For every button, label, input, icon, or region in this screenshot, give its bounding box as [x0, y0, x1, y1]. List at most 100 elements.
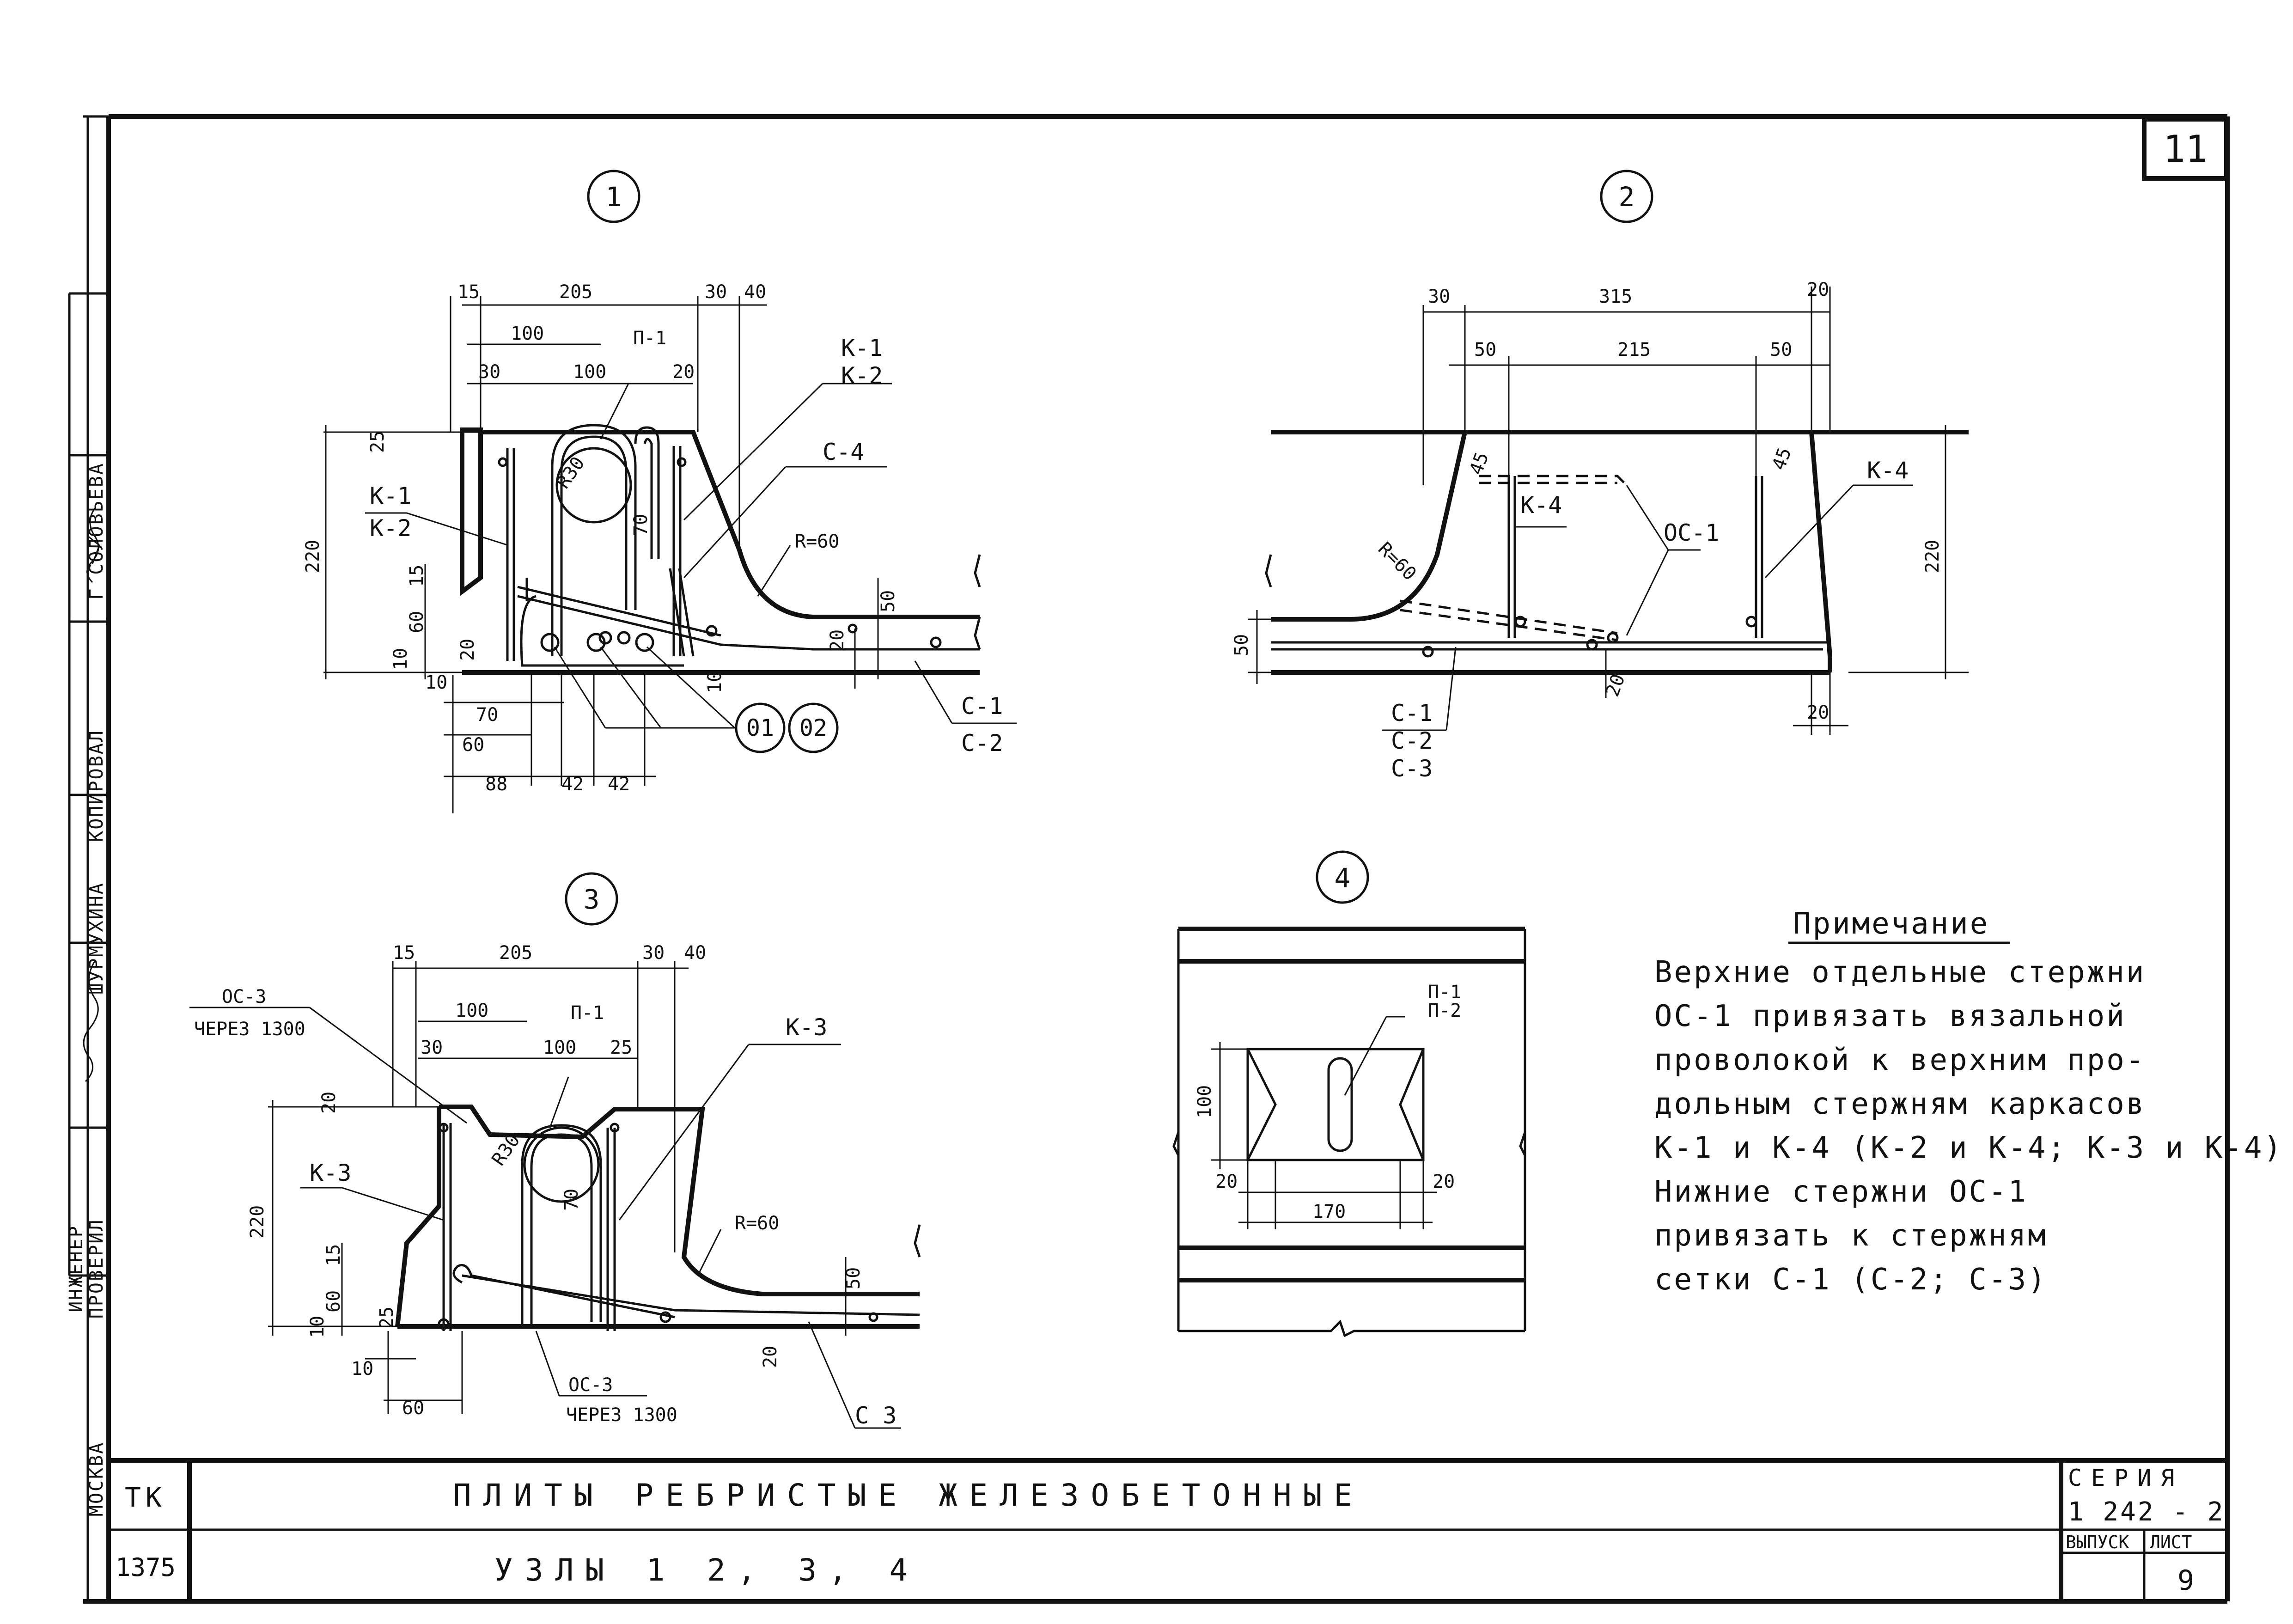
node-2: 2	[1231, 170, 1969, 782]
note-line: Нижние стержни ОС-1	[1654, 1175, 2028, 1209]
label: П-1	[633, 328, 666, 349]
stamp-city: МОСКВА	[86, 1441, 107, 1517]
series-value: 1 242 - 2	[2068, 1497, 2225, 1527]
label: С-1	[961, 693, 1003, 720]
dim: 70	[561, 1189, 582, 1211]
dim: 30	[705, 281, 727, 303]
label: 01	[746, 714, 774, 741]
node-1-tag: 1	[606, 181, 622, 213]
dim: 70	[476, 704, 498, 726]
dim: 20	[760, 1346, 781, 1368]
label: R=60	[795, 531, 839, 552]
dim: 15	[393, 942, 415, 964]
label: ОС-3	[222, 986, 266, 1007]
title-main: ПЛИТЫ РЕБРИСТЫЕ ЖЕЛЕЗОБЕТОННЫЕ	[453, 1477, 1364, 1513]
sheet-frame	[68, 114, 2230, 1604]
node-3: 3	[189, 872, 921, 1429]
dim: 30	[642, 942, 665, 964]
label: С 3	[855, 1402, 896, 1429]
series-label: СЕРИЯ	[2068, 1465, 2184, 1491]
dim: 25	[367, 431, 388, 453]
label: К-3	[310, 1160, 351, 1186]
dim: 42	[561, 774, 584, 795]
dim: 220	[302, 540, 323, 573]
dim: 60	[462, 734, 484, 756]
dim: 100	[543, 1037, 576, 1058]
dim: 50	[1231, 634, 1252, 656]
label: R=60	[735, 1213, 779, 1234]
label: С-1	[1391, 700, 1433, 727]
dim: 42	[608, 774, 630, 795]
dim: 15	[323, 1244, 344, 1266]
note-block: Примечание Верхние отдельные стержни ОС-…	[1654, 907, 2283, 1297]
dim: 50	[1770, 339, 1792, 360]
label: ОС-3	[568, 1374, 613, 1396]
label: ОС-1	[1664, 519, 1719, 546]
dim: 50	[878, 590, 899, 612]
dim: 15	[457, 281, 480, 303]
dim: 10	[351, 1358, 373, 1380]
dim: 170	[1312, 1201, 1346, 1222]
dim: 20	[1433, 1171, 1455, 1192]
title-block: ТК 1375 ПЛИТЫ РЕБРИСТЫЕ ЖЕЛЕЗОБЕТОННЫЕ У…	[109, 1458, 2227, 1601]
stamp-engineer: ИНЖЕНЕР	[66, 1225, 87, 1313]
page-label: ЛИСТ	[2150, 1532, 2192, 1552]
stamp-soloveva: Г СОЛОВЬЕВА	[86, 462, 107, 600]
dim: 30	[1428, 286, 1450, 307]
dim: 315	[1599, 286, 1632, 307]
label: К-1	[841, 335, 883, 361]
note-line: сетки С-1 (С-2; С-3)	[1654, 1263, 2048, 1297]
dim: 10	[307, 1316, 328, 1338]
dim: 20	[1807, 279, 1829, 300]
dim: 20	[827, 629, 848, 652]
signature-mark	[83, 961, 99, 1082]
node-2-tag: 2	[1619, 181, 1635, 213]
note-line: проволокой к верхним про-	[1654, 1043, 2146, 1077]
dim: 15	[406, 565, 427, 587]
label: П-2	[1428, 1000, 1461, 1021]
dim: 60	[406, 611, 427, 633]
sheet-number-box: 11	[2142, 117, 2229, 181]
dim: 70	[630, 514, 652, 536]
signature-mark	[87, 535, 100, 564]
label: 02	[799, 714, 827, 741]
dim: 100	[455, 1000, 488, 1021]
label: С-2	[1391, 727, 1433, 754]
label: R=60	[1374, 538, 1421, 585]
dim: 30	[421, 1037, 443, 1058]
note-line: Верхние отдельные стержни	[1654, 955, 2146, 989]
dim: 20	[1215, 1171, 1238, 1192]
dim: 20	[672, 361, 695, 383]
dim: 100	[511, 323, 544, 344]
sheet-number: 11	[2163, 128, 2208, 171]
dim: 10	[425, 672, 447, 693]
node-1: 1	[302, 170, 1017, 813]
title-org: ТК	[125, 1482, 166, 1513]
dim: 50	[843, 1267, 864, 1289]
note-line: К-1 и К-4 (К-2 и К-4; К-3 и К-4)	[1654, 1131, 2283, 1165]
dim: 100	[573, 361, 606, 383]
label: К-1	[370, 482, 411, 509]
dim: 205	[499, 942, 532, 964]
note-heading: Примечание	[1793, 907, 1989, 941]
title-sub: УЗЛЫ 1 2, 3, 4	[494, 1552, 920, 1588]
dim: 40	[744, 281, 766, 303]
label: П-1	[571, 1002, 604, 1024]
node-4: 4 П-1 П-2 100 20 170 20	[1172, 850, 1526, 1337]
issue-label: ВЫПУСК	[2066, 1532, 2129, 1552]
dim: 20	[457, 639, 478, 661]
dim: 25	[610, 1037, 632, 1058]
dim: 25	[376, 1307, 397, 1329]
dim: 10	[704, 671, 726, 693]
label: К-3	[786, 1014, 827, 1041]
dim: 50	[1474, 339, 1496, 360]
note-line: привязать к стержням	[1654, 1219, 2048, 1253]
note-line: дольным стержням каркасов	[1654, 1087, 2146, 1121]
dim: 215	[1617, 339, 1651, 360]
label: ЧЕРЕЗ 1300	[566, 1404, 677, 1426]
stamp-checked-role: ПРОВЕРИЛ	[86, 1219, 107, 1319]
dim: 220	[247, 1205, 268, 1239]
node-3-tag: 3	[584, 884, 600, 915]
dim: 60	[402, 1398, 424, 1419]
